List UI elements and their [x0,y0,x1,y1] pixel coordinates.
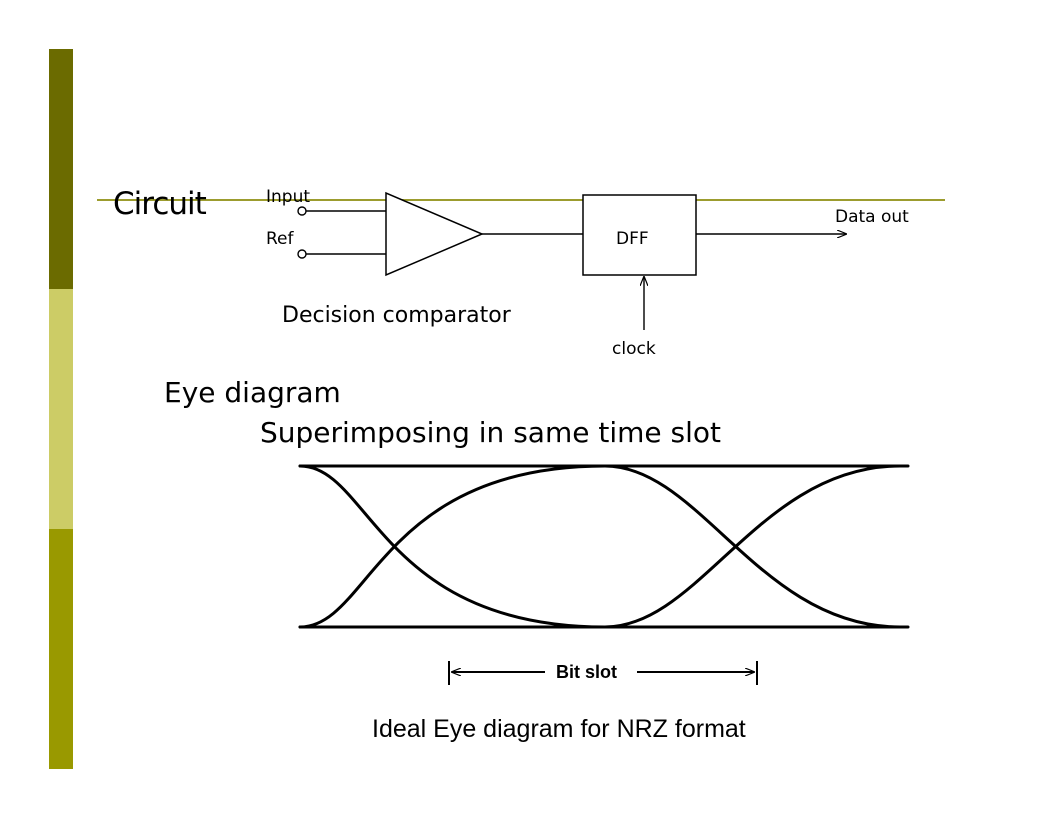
bit-slot-marker [448,661,758,685]
clock-label: clock [612,339,656,359]
eye-diagram-heading: Eye diagram [164,376,341,409]
input-terminal [297,206,307,216]
eye-diagram-subheading: Superimposing in same time slot [260,416,721,449]
sidebar-segment-dark [49,49,73,289]
input-label: Input [266,187,310,207]
comparator-circuit: Input Ref Decision comparator DFF clock … [266,187,909,359]
sidebar-bar [49,49,73,769]
comparator-triangle [385,191,484,277]
title-rule [97,199,945,201]
eye-trace-fall-rise [298,464,902,629]
bit-slot-label: Bit slot [556,662,617,682]
data-out-label: Data out [835,207,909,227]
sidebar-segment-light [49,289,73,529]
sidebar-segment-mid [49,529,73,769]
ref-label: Ref [266,229,295,249]
dff-block [582,194,697,276]
eye-diagram [298,464,910,629]
comparator-label: Decision comparator [282,303,512,328]
ref-terminal [297,249,307,259]
eye-diagram-caption: Ideal Eye diagram for NRZ format [372,715,746,743]
slide-title: Circuit [113,186,207,222]
dff-label: DFF [616,229,649,249]
eye-trace-rise-fall [298,464,902,629]
